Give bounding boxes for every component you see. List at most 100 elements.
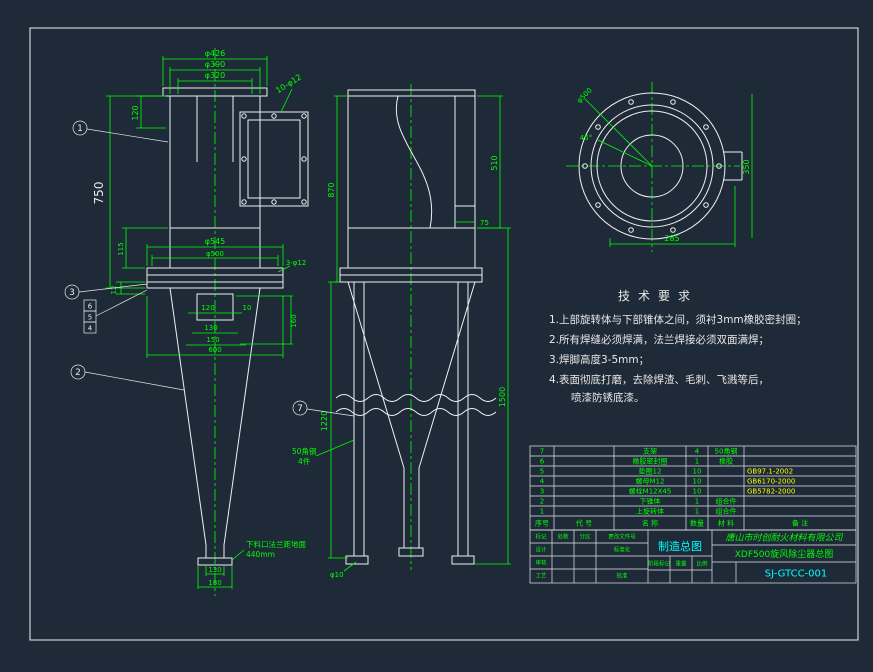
outlet-note-line1: 下料口法兰距地面 [246, 539, 306, 549]
drawing-number: SJ-GTCC-001 [765, 569, 828, 580]
side-view: 75 510 870 1220 1500 φ10 50角钢 4件 7 [292, 84, 511, 579]
part-qty: 10 [693, 478, 702, 486]
parts-row: 4 螺母M12 10 GB6170-2000 [540, 477, 796, 486]
tech-req-line-4: 4.表面彻底打磨，去除焊渣、毛刺、飞溅等后， [549, 373, 769, 386]
parts-row: 2 下锥体 1 组合件 [540, 497, 737, 506]
dim-phi500: φ500 [206, 250, 224, 258]
tech-req-line-5: 喷漆防锈底漆。 [571, 391, 645, 404]
parts-row: 7 支架 4 50角钢 [540, 447, 738, 456]
angle-steel-note-line2: 4件 [298, 456, 311, 466]
dim-phi426: φ426 [205, 49, 226, 58]
top-view-inner-circle [620, 134, 684, 198]
outlet-note-line2: 440mm [246, 550, 275, 559]
dim-130-cone: 130 [204, 324, 217, 332]
part-name: 螺母M12 [636, 477, 665, 486]
part-name: 上旋转体 [636, 507, 664, 516]
dim-180-outlet: 180 [208, 579, 221, 587]
part-name: 垫圈12 [639, 467, 662, 476]
header-qty: 数量 [690, 519, 704, 528]
dim-600: 600 [208, 346, 221, 354]
gasket-joint [146, 281, 284, 289]
dim-130-outlet: 130 [208, 566, 221, 574]
part-name: 橡胶密封圈 [633, 457, 668, 466]
part-qty: 4 [695, 448, 700, 456]
part-standard: GB6170-2000 [747, 478, 795, 486]
sheet-border [29, 27, 859, 641]
company-name: 唐山市时创耐火材料有限公司 [725, 533, 843, 544]
left-foot [345, 555, 369, 565]
part-material: 50角钢 [715, 447, 738, 456]
part-material: 组合件 [716, 507, 737, 516]
part-name: 下锥体 [640, 497, 661, 506]
parts-row: 6 橡胶密封圈 1 橡胶 [540, 457, 733, 466]
label-mark: 标记 [535, 533, 547, 541]
balloon-5: 5 [88, 314, 92, 322]
label-weight: 重量 [675, 560, 687, 568]
label-audit: 审核 [535, 559, 547, 567]
label-scale: 比例 [696, 560, 708, 568]
inlet-sweep-curve [395, 95, 433, 229]
dim-870: 870 [327, 182, 336, 197]
balloon-1: 1 [77, 124, 83, 134]
parts-row: 3 螺栓M12X45 10 GB5782-2000 [540, 487, 796, 496]
part-material: 橡胶 [719, 457, 733, 466]
header-material: 材 料 [718, 519, 734, 528]
dim-phi545: φ545 [205, 237, 226, 246]
part-seq: 1 [540, 508, 544, 516]
label-design: 设计 [535, 546, 547, 554]
balloon-3: 3 [69, 288, 75, 298]
part-material: 组合件 [716, 497, 737, 506]
tech-req-title: 技术要求 [618, 289, 698, 303]
part-seq: 7 [540, 448, 544, 456]
dim-1500: 1500 [498, 387, 507, 407]
dim-160: 160 [290, 314, 298, 327]
dim-120-cone: 120 [201, 304, 214, 312]
right-foot [451, 555, 475, 565]
top-view: φ500 45° 285 350 [566, 82, 753, 252]
dim-top-holes: 10-φ12 [274, 73, 303, 96]
outlet-flange [197, 557, 233, 566]
dim-top-phi500: φ500 [575, 86, 593, 104]
label-approve: 批准 [616, 572, 628, 580]
cylinder-body [169, 95, 261, 229]
part-qty: 1 [695, 508, 699, 516]
dim-12: 12 [110, 286, 118, 295]
part-seq: 2 [540, 498, 544, 506]
dim-115: 115 [117, 242, 125, 255]
dim-1220: 1220 [320, 411, 329, 431]
part-name: 螺栓M12X45 [629, 487, 672, 496]
part-standard: GB97.1-2002 [747, 468, 793, 476]
dim-10-cone: 10 [243, 304, 252, 312]
dim-mid-holes: 3-φ12 [286, 259, 307, 267]
cone-right-edge [223, 287, 261, 546]
break-line-lower [335, 408, 497, 416]
technical-requirements: 技术要求 1.上部旋转体与下部锥体之间，须衬3mm橡胶密封圈； 2.所有焊缝必须… [549, 289, 807, 404]
dim-510: 510 [490, 155, 499, 170]
front-view: φ426 φ390 φ320 10-φ12 120 750 115 12 φ54… [64, 48, 309, 596]
dim-75: 75 [480, 219, 489, 227]
dim-285: 285 [664, 234, 679, 243]
sheet-frame [29, 27, 859, 641]
dim-750: 750 [92, 182, 106, 205]
drawing-name: XDF500旋风除尘器总图 [735, 548, 833, 560]
side-body [347, 95, 476, 229]
dim-phi10: φ10 [330, 571, 344, 579]
parts-row: 5 垫圈12 10 GB97.1-2002 [540, 467, 793, 476]
part-qty: 1 [695, 458, 699, 466]
top-view-outer-circle [578, 92, 726, 240]
label-stage: 阶段标记 [648, 560, 671, 568]
balloon-7: 7 [297, 404, 303, 414]
balloon-2: 2 [75, 368, 81, 378]
dim-top-45deg: 45° [580, 134, 592, 142]
parts-header-row: 序号 代 号 名 称 数量 材 料 备 注 [535, 519, 808, 528]
tech-req-line-3: 3.焊脚高度3-5mm； [549, 353, 649, 366]
vortex-finder [196, 293, 234, 321]
balloon-6: 6 [88, 303, 93, 311]
parts-list-table: 7 支架 4 50角钢 6 橡胶密封圈 1 橡胶 5 垫圈12 10 GB97.… [529, 445, 857, 531]
header-note: 备 注 [792, 519, 808, 528]
break-line-upper [335, 394, 497, 402]
label-process: 工艺 [535, 573, 547, 580]
inlet-flange [239, 111, 309, 207]
